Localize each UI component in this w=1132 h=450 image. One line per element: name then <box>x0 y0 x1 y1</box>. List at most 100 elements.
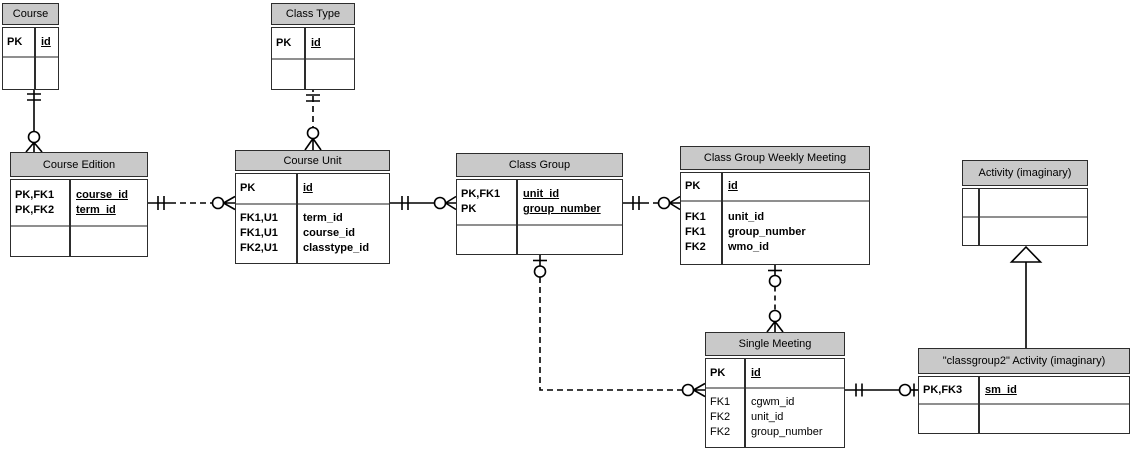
attribute-row: PK group_number <box>457 202 622 217</box>
generalization-classgroup2-activity <box>1009 245 1043 348</box>
entity-course-edition: Course Edition PK,FK1 course_id PK,FK2 t… <box>10 152 148 257</box>
section-separator <box>11 225 147 227</box>
attribute-name: group_number <box>728 226 806 238</box>
attribute-row: PK id <box>236 181 389 196</box>
attribute-name: term_id <box>76 203 116 216</box>
entity-single-meeting: Single Meeting PK id FK1 cgwm_id FK2 uni… <box>705 332 845 448</box>
column-divider <box>721 173 723 264</box>
key-label: FK1 <box>685 211 706 223</box>
attribute-row: PK id <box>272 36 354 51</box>
column-divider <box>34 28 36 89</box>
attribute-name: id <box>728 180 738 192</box>
attribute-row: FK1 cgwm_id <box>706 395 844 410</box>
empty-section <box>11 227 147 256</box>
entity-title: Activity (imaginary) <box>962 160 1088 186</box>
key-label: FK2 <box>685 241 706 253</box>
section-separator <box>3 56 58 58</box>
attribute-name: wmo_id <box>728 241 769 253</box>
key-label: PK,FK3 <box>923 383 963 396</box>
attribute-row: FK2,U1 classtype_id <box>236 241 389 256</box>
section-separator <box>457 224 622 226</box>
attribute-name: term_id <box>303 212 343 224</box>
entity-title: Course Edition <box>10 152 148 177</box>
entity-title: Class Group <box>456 153 623 177</box>
attribute-row: FK2 unit_id <box>706 410 844 425</box>
relationship-class-type-course-unit <box>304 86 322 151</box>
attribute-name: unit_id <box>751 411 784 423</box>
relationship-class-group-single-meeting <box>533 255 706 398</box>
attribute-row: FK2 wmo_id <box>681 240 869 255</box>
column-divider <box>744 359 746 447</box>
attribute-name: course_id <box>303 227 355 239</box>
entity-course: Course PK id <box>2 3 59 90</box>
entity-title: Class Group Weekly Meeting <box>680 146 870 170</box>
relationship-course-edition-course-unit <box>148 195 236 211</box>
entity-class-group: Class Group PK,FK1 unit_id PK group_numb… <box>456 153 623 255</box>
empty-section <box>963 218 1087 245</box>
attribute-name: course_id <box>76 188 128 201</box>
key-label: FK2 <box>710 411 731 423</box>
key-label: PK,FK2 <box>15 203 55 216</box>
column-divider <box>296 174 298 263</box>
entity-title: Class Type <box>271 3 355 25</box>
empty-section <box>272 60 354 89</box>
attribute-row: PK id <box>3 35 58 50</box>
relationship-course-unit-class-group <box>390 195 457 211</box>
attribute-row: FK1 group_number <box>681 225 869 240</box>
section-separator <box>236 203 389 205</box>
entity-class-group-weekly-meeting: Class Group Weekly Meeting PK id FK1 uni… <box>680 146 870 265</box>
column-divider <box>304 28 306 89</box>
column-divider <box>516 180 518 254</box>
key-label: FK1,U1 <box>240 212 278 224</box>
attribute-name: classtype_id <box>303 242 370 254</box>
attribute-name: group_number <box>751 426 823 438</box>
attribute-row: PK,FK1 unit_id <box>457 187 622 202</box>
section-separator <box>681 200 869 202</box>
attribute-row: FK1,U1 course_id <box>236 226 389 241</box>
key-label: FK2,U1 <box>240 242 278 254</box>
entity-title: Single Meeting <box>705 332 845 356</box>
key-label: PK <box>7 35 23 48</box>
attribute-name: id <box>41 35 51 48</box>
attribute-name: id <box>751 366 761 379</box>
key-label: FK1,U1 <box>240 227 278 239</box>
attribute-name: cgwm_id <box>751 396 795 408</box>
empty-section <box>919 405 1129 433</box>
attribute-row: PK id <box>681 179 869 194</box>
attribute-row: PK id <box>706 366 844 381</box>
key-label: PK <box>461 203 477 215</box>
key-label: PK,FK1 <box>15 188 55 201</box>
entity-title: Course Unit <box>235 150 390 171</box>
attribute-name: group_number <box>523 203 601 215</box>
key-label: PK,FK1 <box>461 188 501 200</box>
empty-section <box>963 189 1087 216</box>
key-label: PK <box>710 366 726 379</box>
entity-activity-imaginary: Activity (imaginary) <box>962 160 1088 246</box>
attribute-name: unit_id <box>728 211 765 223</box>
attribute-name: unit_id <box>523 188 560 200</box>
entity-classgroup2-activity: "classgroup2" Activity (imaginary) PK,FK… <box>918 348 1130 434</box>
relationship-course-course-edition <box>25 87 43 153</box>
relationship-class-group-weekly-meeting <box>623 195 681 211</box>
attribute-name: id <box>303 182 313 194</box>
attribute-row: FK1,U1 term_id <box>236 211 389 226</box>
section-separator <box>963 216 1087 218</box>
attribute-row: PK,FK2 term_id <box>11 203 147 218</box>
section-separator <box>919 403 1129 405</box>
attribute-row: PK,FK1 course_id <box>11 188 147 203</box>
key-label: PK <box>276 36 292 49</box>
entity-title: Course <box>2 3 59 25</box>
attribute-name: id <box>311 36 321 49</box>
relationship-weekly-meeting-single-meeting <box>766 265 784 333</box>
key-label: FK1 <box>685 226 706 238</box>
column-divider <box>978 377 980 433</box>
key-label: FK2 <box>710 426 731 438</box>
relationship-single-meeting-classgroup2-activity <box>845 383 918 397</box>
entity-course-unit: Course Unit PK id FK1,U1 term_id FK1,U1 … <box>235 150 390 264</box>
attribute-name: sm_id <box>985 383 1017 396</box>
section-separator <box>272 58 354 60</box>
attribute-row: PK,FK3 sm_id <box>919 383 1129 398</box>
key-label: PK <box>685 180 701 192</box>
